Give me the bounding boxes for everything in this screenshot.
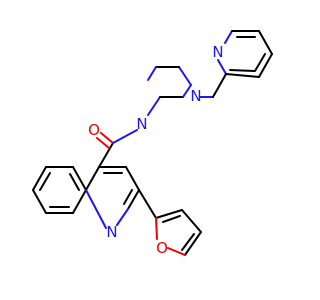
piperazine-nitrogen-1-label: N xyxy=(136,115,147,133)
quinoline-benzo-ring xyxy=(32,166,87,214)
piperazine-ring xyxy=(147,66,192,116)
quinoline-nitrogen-label: N xyxy=(106,223,117,241)
pyridine-nitrogen-label: N xyxy=(212,43,223,61)
quinoline-pyridine-ring xyxy=(85,166,140,229)
molecule-structure: O N N N N O xyxy=(32,30,273,257)
carbonyl-oxygen-label: O xyxy=(88,121,100,139)
furan-ring xyxy=(138,189,202,256)
carbonyl-group xyxy=(96,129,138,168)
furan-oxygen-label: O xyxy=(156,239,168,257)
piperazine-nitrogen-4-label: N xyxy=(190,87,201,105)
pyridinyl-ring xyxy=(199,30,273,98)
